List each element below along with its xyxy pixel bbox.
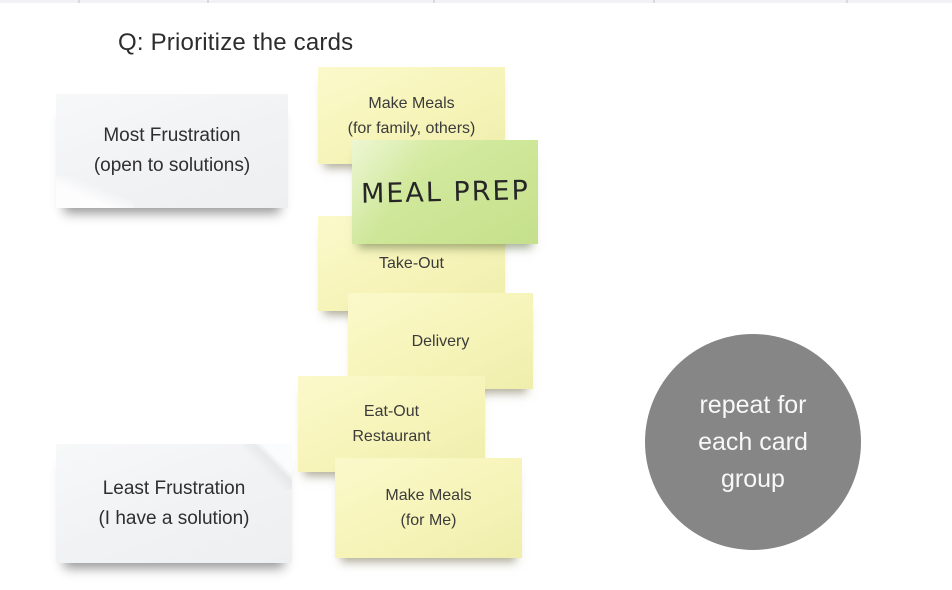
window-edge-strip	[0, 0, 952, 3]
sticky-note-delivery[interactable]: Delivery	[348, 293, 533, 389]
label-card-least-frustration[interactable]: Least Frustration (I have a solution)	[56, 444, 292, 563]
label-card-most-frustration[interactable]: Most Frustration (open to solutions)	[56, 94, 288, 208]
note-text: (for Me)	[400, 512, 457, 529]
annotation-text: each card	[698, 427, 808, 456]
strip-tick	[207, 0, 209, 3]
note-text: (for family, others)	[347, 119, 476, 137]
strip-tick	[846, 0, 848, 3]
page-title: Q: Prioritize the cards	[118, 29, 354, 56]
label-line: Least Frustration	[102, 477, 246, 499]
note-text: Make Meals	[385, 487, 472, 504]
annotation-text: repeat for	[699, 390, 807, 419]
note-text: Take-Out	[379, 255, 444, 272]
sticky-note-eat-out-restaurant[interactable]: Eat-Out Restaurant	[298, 376, 485, 472]
label-line: Most Frustration	[103, 125, 241, 146]
note-text: Make Meals	[368, 94, 455, 112]
note-text: Restaurant	[352, 428, 431, 445]
annotation-text: group	[721, 464, 785, 493]
sticky-note-meal-prep[interactable]: MEAL PREP	[352, 140, 538, 244]
strip-tick	[78, 0, 80, 3]
label-line: (open to solutions)	[93, 155, 251, 176]
note-text: MEAL PREP	[360, 174, 530, 210]
sticky-note-make-meals-me[interactable]: Make Meals (for Me)	[335, 458, 522, 558]
strip-tick	[433, 0, 435, 3]
note-text: Delivery	[411, 332, 470, 350]
label-line: (I have a solution)	[98, 507, 250, 529]
note-text: Eat-Out	[363, 403, 420, 420]
annotation-circle-repeat[interactable]: repeat for each card group	[645, 334, 861, 550]
strip-tick	[653, 0, 655, 3]
